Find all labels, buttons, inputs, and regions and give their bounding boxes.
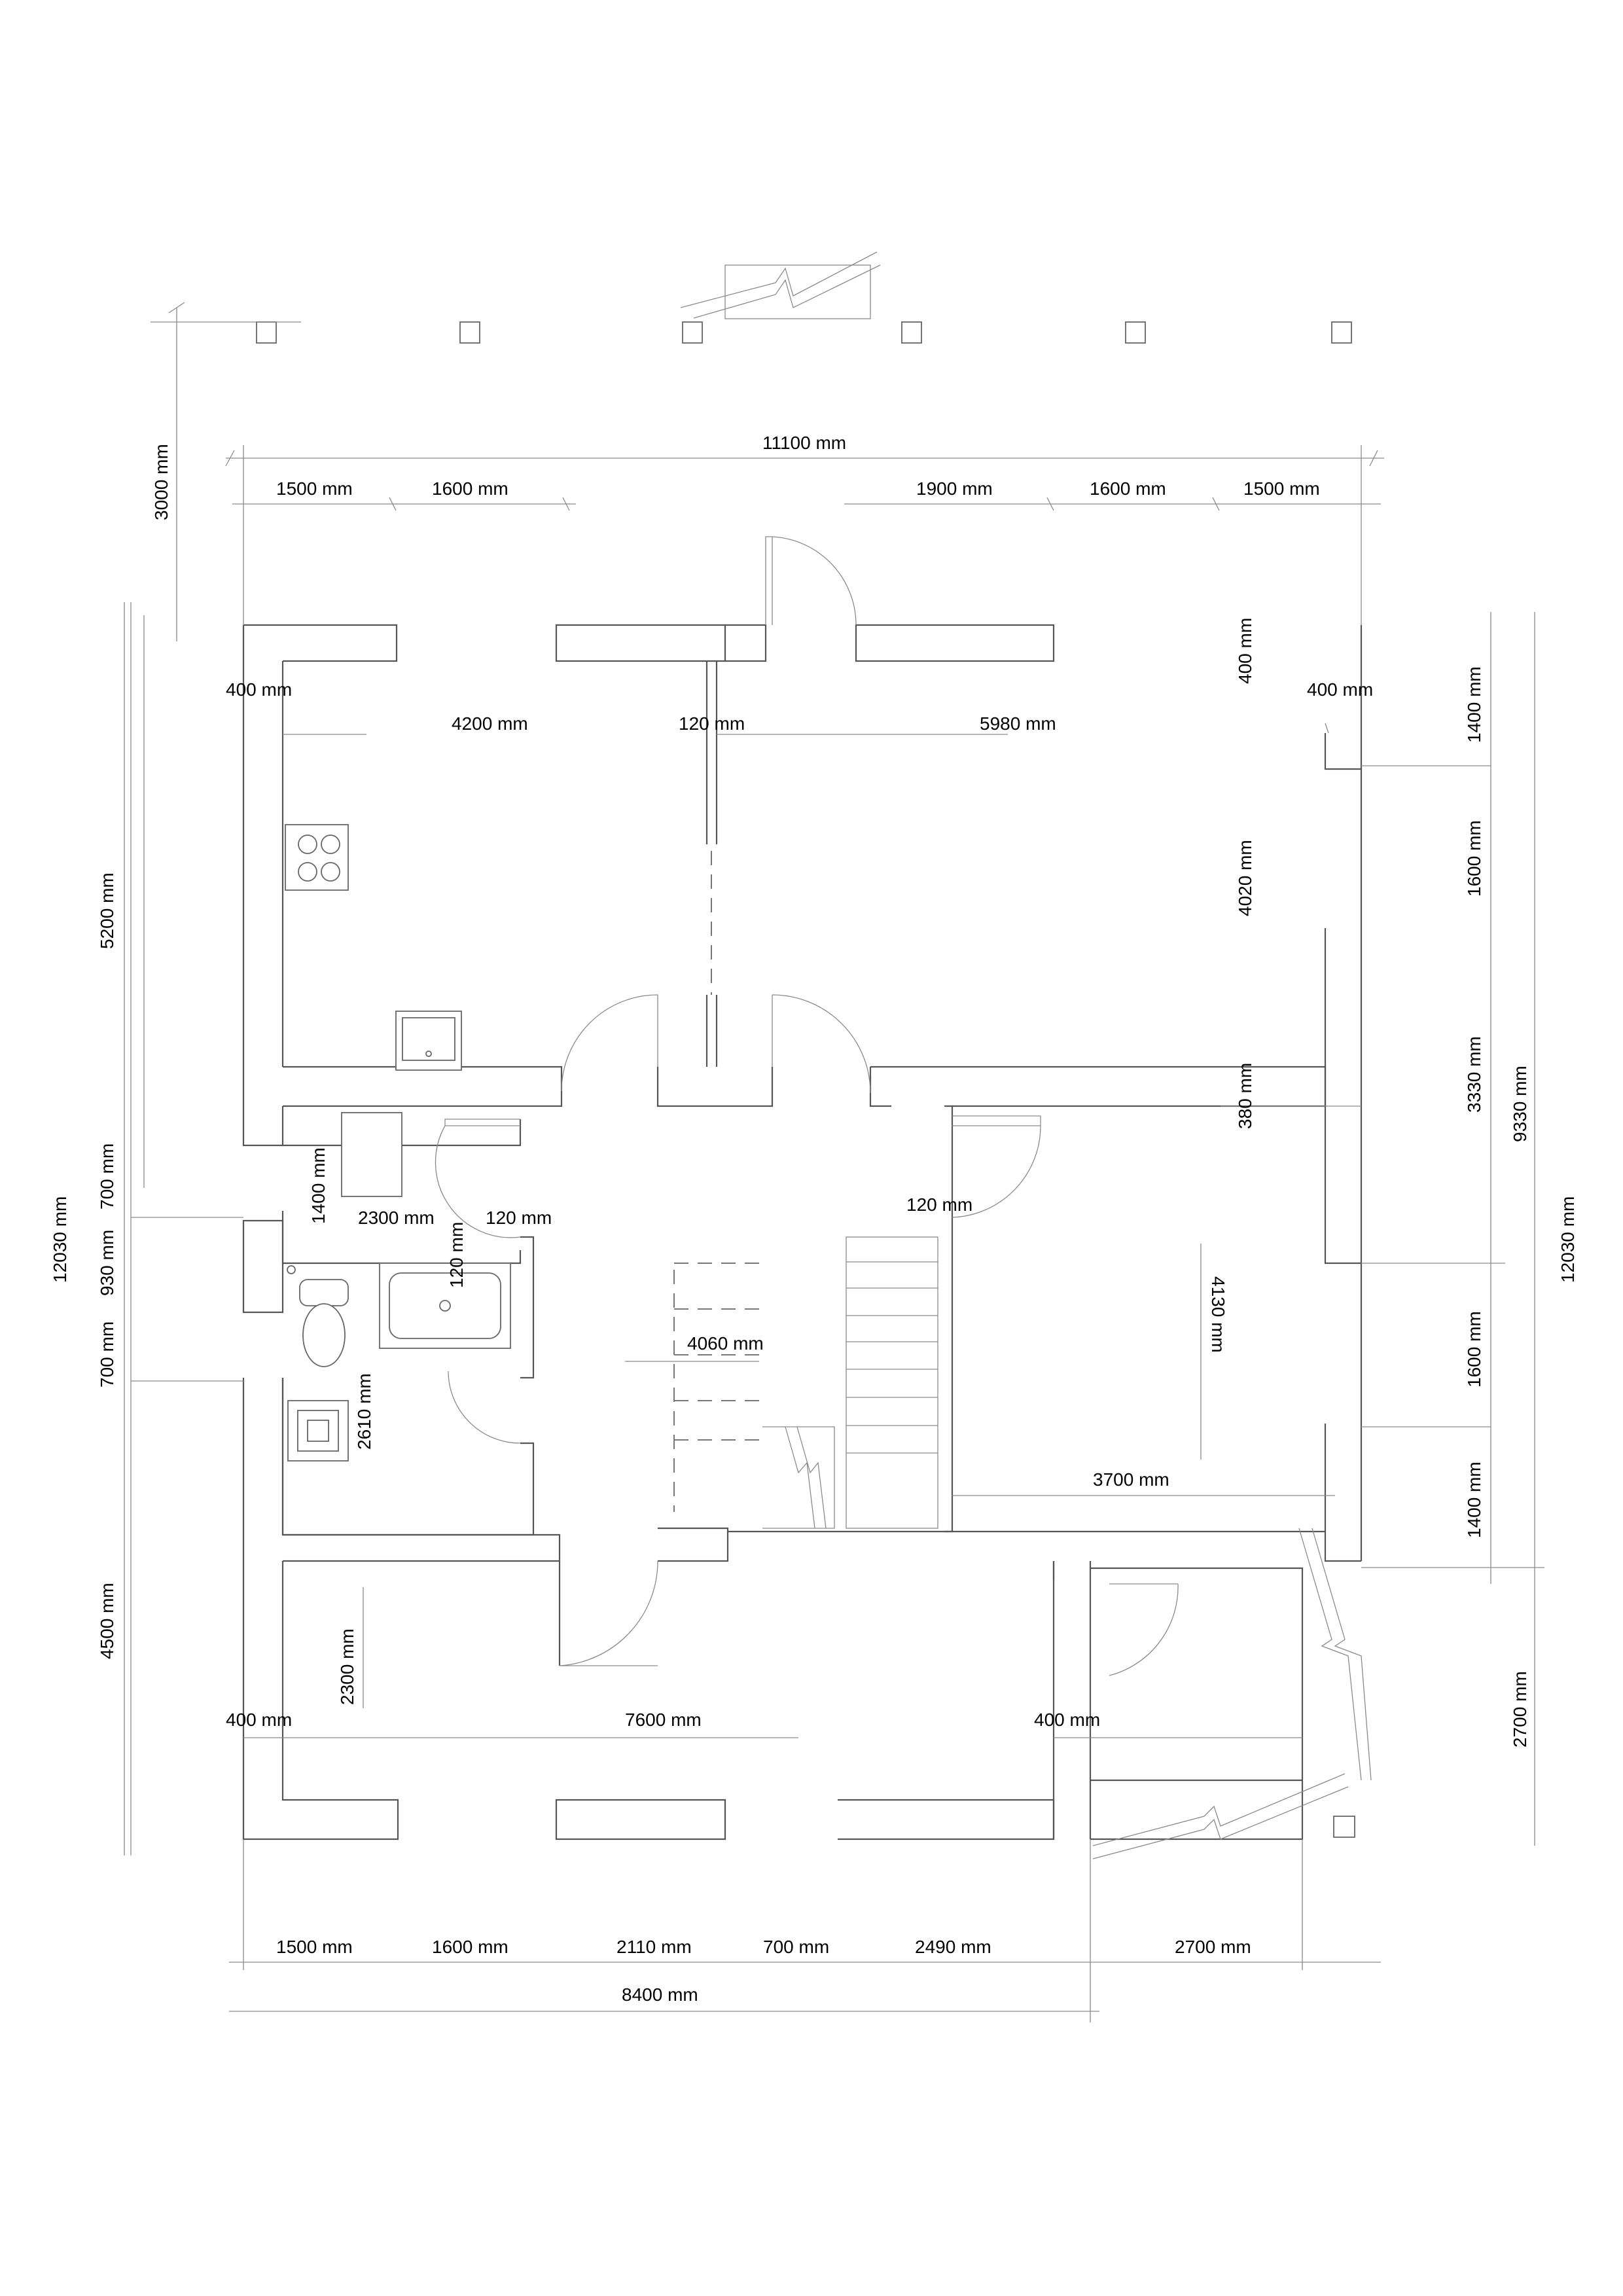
dim-hall-width: 4060 mm — [687, 1333, 764, 1354]
dim-right-sum: 9330 mm — [1510, 1066, 1530, 1142]
porch-posts — [256, 321, 1352, 344]
dim-top-right-2: 1600 mm — [1090, 478, 1166, 499]
dim-bath-upper-height: 1400 mm — [308, 1147, 329, 1224]
washing-machine-icon — [341, 1112, 402, 1197]
doors — [435, 536, 1179, 1676]
dim-right-6: 2700 mm — [1510, 1671, 1530, 1748]
living-door — [772, 994, 871, 1094]
dim-living-width: 5980 mm — [980, 713, 1056, 734]
dim-lower-room-width: 7600 mm — [625, 1710, 702, 1730]
dim-wall-left-upper: 400 mm — [226, 679, 292, 700]
dim-bottom-2: 1600 mm — [432, 1937, 508, 1957]
dim-top-overall: 11100 mm — [762, 433, 846, 453]
post — [459, 321, 480, 344]
bathroom-door-lower — [448, 1371, 521, 1444]
post — [901, 321, 922, 344]
post — [256, 321, 277, 344]
exterior-walls — [242, 624, 1363, 1840]
dim-left-mid-1: 700 mm — [97, 1143, 117, 1210]
dim-right-5: 1400 mm — [1464, 1462, 1484, 1538]
dim-left-porch: 3000 mm — [151, 444, 171, 520]
dim-left-lower: 4500 mm — [97, 1583, 117, 1659]
dim-wall-top-right: 400 mm — [1235, 618, 1255, 684]
dim-right-2: 1600 mm — [1464, 820, 1484, 897]
dim-partition-upper: 120 mm — [679, 713, 745, 734]
dim-top-left-2: 1600 mm — [432, 478, 508, 499]
kitchen-door — [561, 994, 658, 1092]
staircase — [762, 1236, 938, 1529]
break-symbol-right — [1298, 1528, 1372, 1781]
post — [1331, 321, 1352, 344]
dim-partition-stair: 120 mm — [906, 1194, 972, 1215]
dim-bath-lower-height: 2610 mm — [354, 1373, 374, 1450]
dim-wall-right-mid: 380 mm — [1235, 1063, 1255, 1129]
dim-bedroom-width: 3700 mm — [1093, 1469, 1169, 1490]
dim-top-left-1: 1500 mm — [276, 478, 353, 499]
dimension-lines — [124, 302, 1544, 2022]
dim-left-mid-2: 930 mm — [97, 1230, 117, 1296]
dim-kitchen-width: 4200 mm — [452, 713, 528, 734]
post — [1125, 321, 1146, 344]
post — [1333, 1816, 1355, 1838]
dim-bottom-overall: 8400 mm — [622, 1984, 698, 2005]
dim-wall-lower-right: 400 mm — [1034, 1710, 1100, 1730]
hall-steps — [673, 1263, 766, 1512]
break-symbol-top — [680, 251, 881, 319]
dim-bottom-3: 2110 mm — [616, 1937, 692, 1957]
stove-icon — [285, 824, 349, 891]
dim-bedroom-height: 4130 mm — [1208, 1276, 1228, 1353]
dim-left-overall: 12030 mm — [50, 1196, 70, 1283]
break-symbol-bottom — [1092, 1773, 1349, 1859]
dim-left-upper: 5200 mm — [97, 872, 117, 949]
entrance-door — [765, 536, 857, 626]
dim-living-height: 4020 mm — [1235, 840, 1255, 916]
dim-wall-left-lower: 400 mm — [226, 1710, 292, 1730]
dim-bottom-1: 1500 mm — [276, 1937, 353, 1957]
sink-icon — [395, 1011, 462, 1071]
post — [682, 321, 703, 344]
bathroom-door-upper — [435, 1119, 521, 1238]
dim-top-right-3: 1500 mm — [1243, 478, 1320, 499]
dim-bottom-5: 2490 mm — [915, 1937, 991, 1957]
shower-icon — [287, 1400, 349, 1462]
dim-partition-bath-2: 120 mm — [446, 1222, 467, 1288]
toilet-icon — [287, 1265, 349, 1367]
fixtures — [285, 824, 1372, 1859]
dim-right-overall: 12030 mm — [1558, 1196, 1578, 1283]
dim-right-4: 1600 mm — [1464, 1311, 1484, 1388]
dim-partition-bath-1: 120 mm — [486, 1208, 552, 1228]
dim-bottom-6: 2700 mm — [1175, 1937, 1251, 1957]
dim-bath-width: 2300 mm — [358, 1208, 435, 1228]
dimension-labels: 11100 mm 1500 mm 1600 mm 1900 mm 1600 mm… — [50, 433, 1578, 2005]
dim-bottom-4: 700 mm — [763, 1937, 829, 1957]
bedroom-door — [952, 1115, 1041, 1218]
interior-walls — [281, 661, 1327, 1666]
dim-left-mid-3: 700 mm — [97, 1321, 117, 1388]
dim-wall-right-upper: 400 mm — [1307, 679, 1373, 700]
dim-top-right-1: 1900 mm — [916, 478, 993, 499]
dim-right-1: 1400 mm — [1464, 666, 1484, 743]
dim-lower-room-height: 2300 mm — [337, 1628, 357, 1705]
dim-right-3: 3330 mm — [1464, 1036, 1484, 1113]
extension-door — [1109, 1583, 1179, 1676]
lower-room-door — [559, 1560, 658, 1666]
bathtub-icon — [379, 1263, 511, 1349]
